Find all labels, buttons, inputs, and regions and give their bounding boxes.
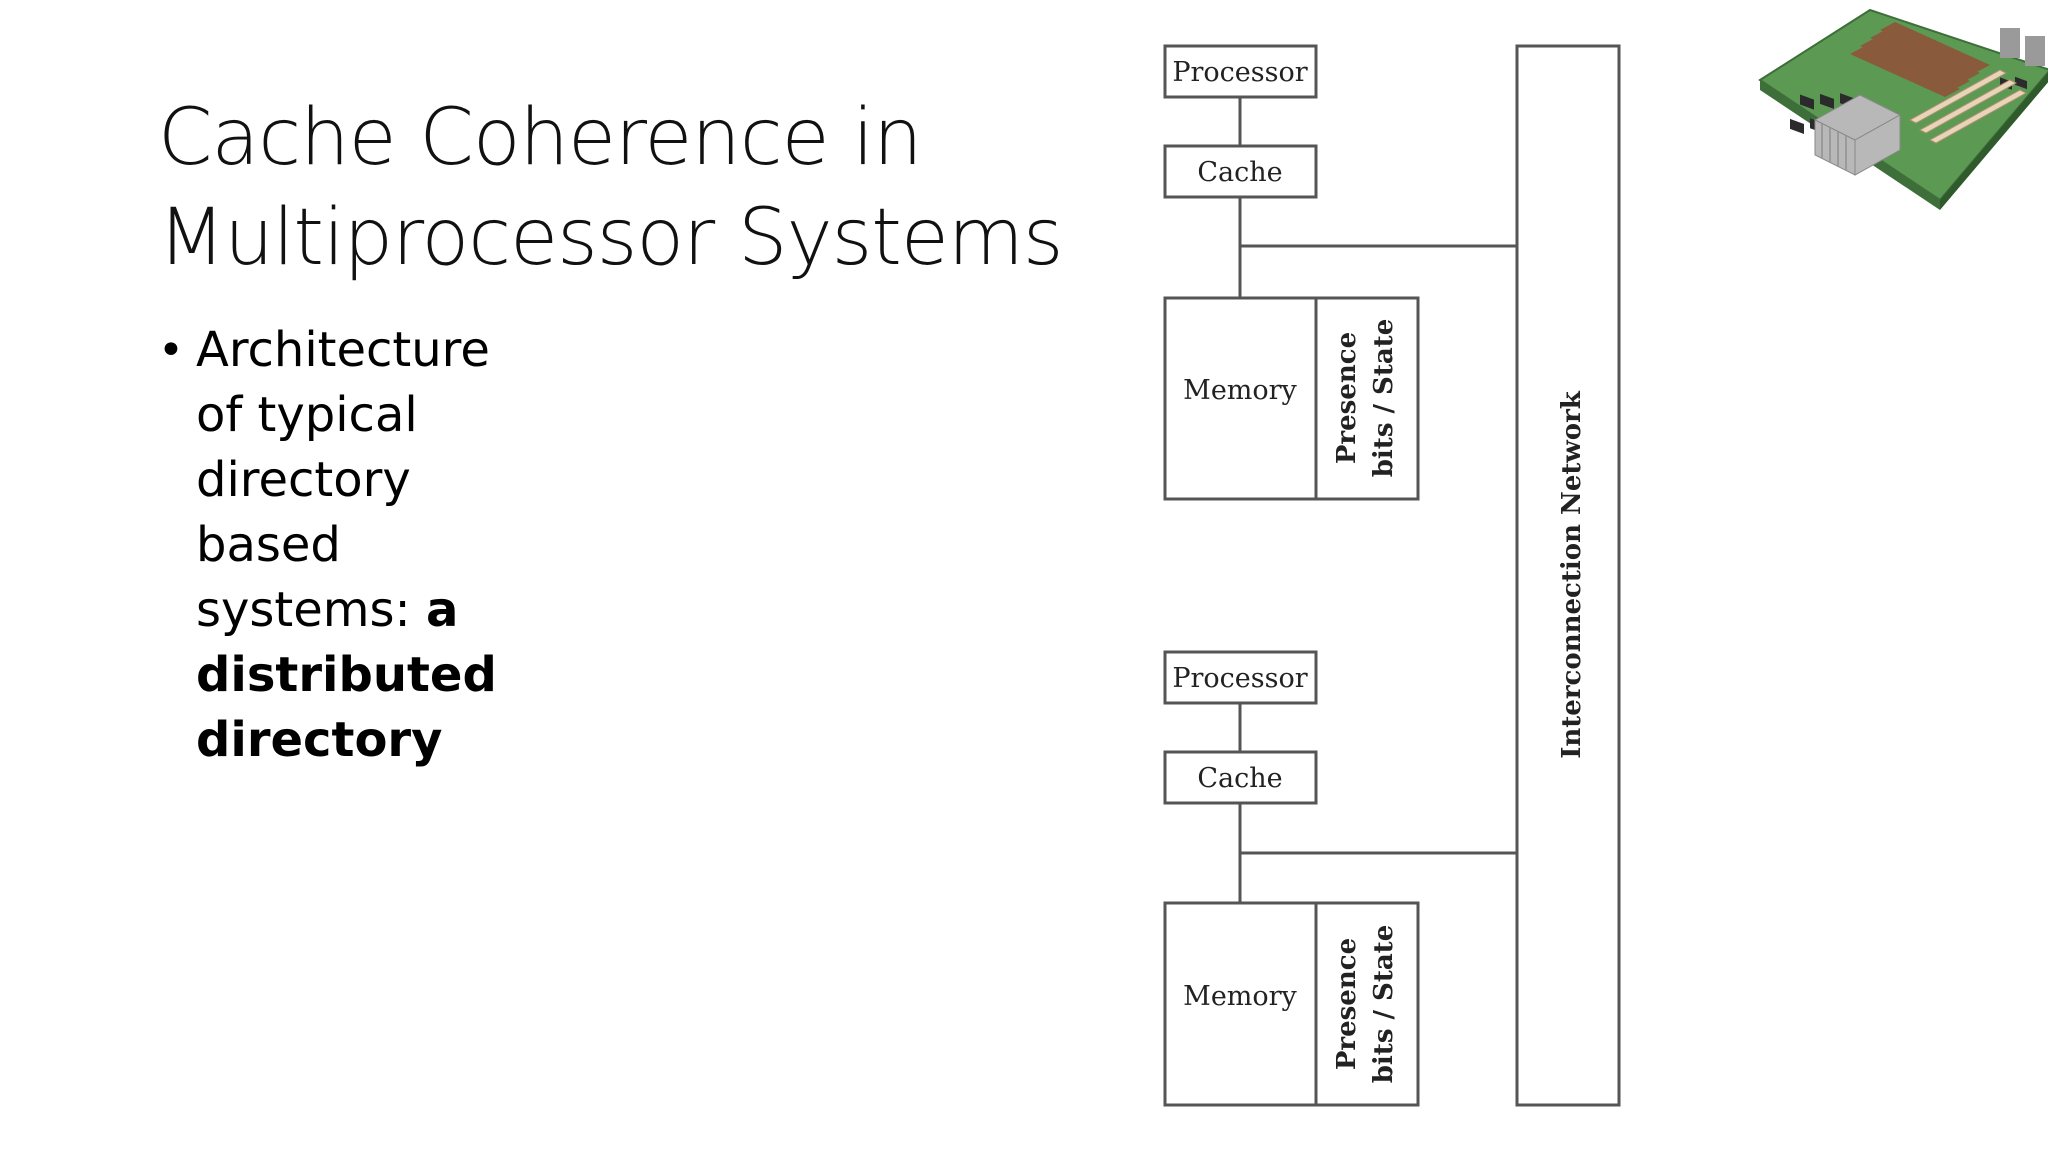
node-2-processor-box <box>1163 650 1318 705</box>
node-2-memory-label: Memory <box>1183 981 1297 1012</box>
bullet-line-3: directory <box>196 452 411 508</box>
bullet-line-2: of typical <box>196 387 418 443</box>
title-line-1: Cache Coherence in <box>158 93 923 183</box>
bullet-line-4: based <box>196 517 341 573</box>
bullet-dot-icon: • <box>158 325 184 376</box>
node-2: Processor Cache Memory Presence bits / S… <box>1163 650 1517 1107</box>
motherboard-icon <box>1758 8 2048 210</box>
node-2-memory-box <box>1163 901 1318 1107</box>
bullet-line-7: directory <box>196 712 443 768</box>
node-1-cache-label: Cache <box>1197 157 1282 188</box>
bullet-text: Architecture of typical directory based … <box>196 318 497 773</box>
node-1-directory-box <box>1314 296 1420 501</box>
bullet-line-1: Architecture <box>196 322 490 378</box>
node-1-cache-box <box>1163 144 1318 199</box>
node-1-directory-label-line1: Presence <box>1332 332 1362 464</box>
node-1-processor-box <box>1163 44 1318 99</box>
bullet-list: • Architecture of typical directory base… <box>158 318 578 773</box>
interconnection-network-box <box>1515 44 1621 1107</box>
node-2-cache-box <box>1163 750 1318 805</box>
node-2-directory-label-line2: bits / State <box>1369 925 1399 1084</box>
bullet-line-5: systems: a <box>196 578 497 643</box>
node-1-processor-label: Processor <box>1172 57 1307 88</box>
node-1: Processor Cache Memory Presence bits / S… <box>1163 44 1517 501</box>
bullet-line-5-bold: a <box>425 582 459 638</box>
bullet-item: • Architecture of typical directory base… <box>158 318 578 773</box>
node-2-cache-label: Cache <box>1197 763 1282 794</box>
node-2-processor-label: Processor <box>1172 663 1307 694</box>
node-2-directory-box <box>1314 901 1420 1107</box>
node-2-directory-label-line1: Presence <box>1332 938 1362 1070</box>
bullet-line-5-normal: systems: <box>196 582 426 638</box>
slide-title: Cache Coherence in Multiprocessor System… <box>158 88 1108 288</box>
node-1-memory-label: Memory <box>1183 375 1297 406</box>
title-line-2: Multiprocessor Systems <box>158 193 1063 283</box>
interconnection-network-label: Interconnection Network <box>1557 390 1587 759</box>
bullet-line-6: distributed <box>196 647 497 703</box>
node-1-memory-box <box>1163 296 1318 501</box>
node-1-directory-label-line2: bits / State <box>1369 319 1399 478</box>
